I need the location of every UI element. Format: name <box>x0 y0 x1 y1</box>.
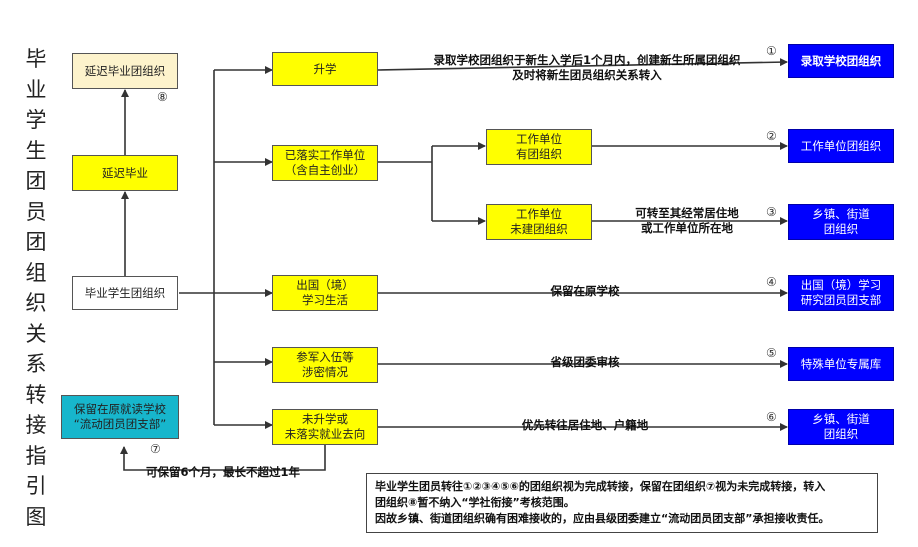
note-line-3: 因故乡镇、街道团组织确有困难接收的，应由县级团委建立“流动团员团支部”承担接收责… <box>375 512 830 525</box>
dest-6: 乡镇、街道 团组织 <box>788 409 894 445</box>
label-chuguo: 保留在原学校 <box>550 284 620 298</box>
note-line-2: 团组织⑧暂不纳入“学社衔接”考核范围。 <box>375 496 575 509</box>
num-7: ⑦ <box>150 442 161 456</box>
num-2: ② <box>766 129 777 143</box>
label-shengxue: 录取学校团组织于新生入学后1个月内，创建新生所属团组织 及时将新生团员组织关系转… <box>433 53 741 82</box>
node-danwei-you: 工作单位 有团组织 <box>486 129 592 165</box>
label-weishengxue: 优先转往居住地、户籍地 <box>521 418 649 432</box>
num-8: ⑧ <box>157 90 168 104</box>
num-5: ⑤ <box>766 346 777 360</box>
dest-1: 录取学校团组织 <box>788 44 894 78</box>
num-1: ① <box>766 44 777 58</box>
node-chuguo: 出国（境） 学习生活 <box>272 275 378 311</box>
num-3: ③ <box>766 205 777 219</box>
node-biye-tuanzuzhi: 毕业学生团组织 <box>72 276 178 310</box>
page-title: 毕业学生团员团组织关系转接指引图 <box>25 47 47 529</box>
node-weishengxue: 未升学或 未落实就业去向 <box>272 409 378 445</box>
dest-2: 工作单位团组织 <box>788 129 894 163</box>
num-6: ⑥ <box>766 410 777 424</box>
note-line-1: 毕业学生团员转往①②③④⑤⑥的团组织视为完成转接，保留在团组织⑦视为未完成转接，… <box>375 480 826 493</box>
dest-3: 乡镇、街道 团组织 <box>788 204 894 240</box>
label-canjun: 省级团委审核 <box>550 355 620 369</box>
note-box: 毕业学生团员转往①②③④⑤⑥的团组织视为完成转接，保留在团组织⑦视为未完成转接，… <box>366 473 878 533</box>
node-liuyuan: 保留在原就读学校 “流动团员团支部” <box>61 395 179 439</box>
label-liuyuan: 可保留6个月，最长不超过1年 <box>145 465 300 479</box>
label-danwei-wei: 可转至其经常居住地 或工作单位所在地 <box>635 206 739 235</box>
node-luoshi: 已落实工作单位 （含自主创业） <box>272 145 378 181</box>
node-yanchi-zuzhi: 延迟毕业团组织 <box>72 53 178 89</box>
node-shengxue: 升学 <box>272 52 378 86</box>
node-danwei-wei: 工作单位 未建团组织 <box>486 204 592 240</box>
node-canjun: 参军入伍等 涉密情况 <box>272 347 378 383</box>
dest-4: 出国（境）学习 研究团员团支部 <box>788 275 894 311</box>
dest-5: 特殊单位专属库 <box>788 347 894 381</box>
num-4: ④ <box>766 275 777 289</box>
node-yanchi-biye: 延迟毕业 <box>72 155 178 191</box>
